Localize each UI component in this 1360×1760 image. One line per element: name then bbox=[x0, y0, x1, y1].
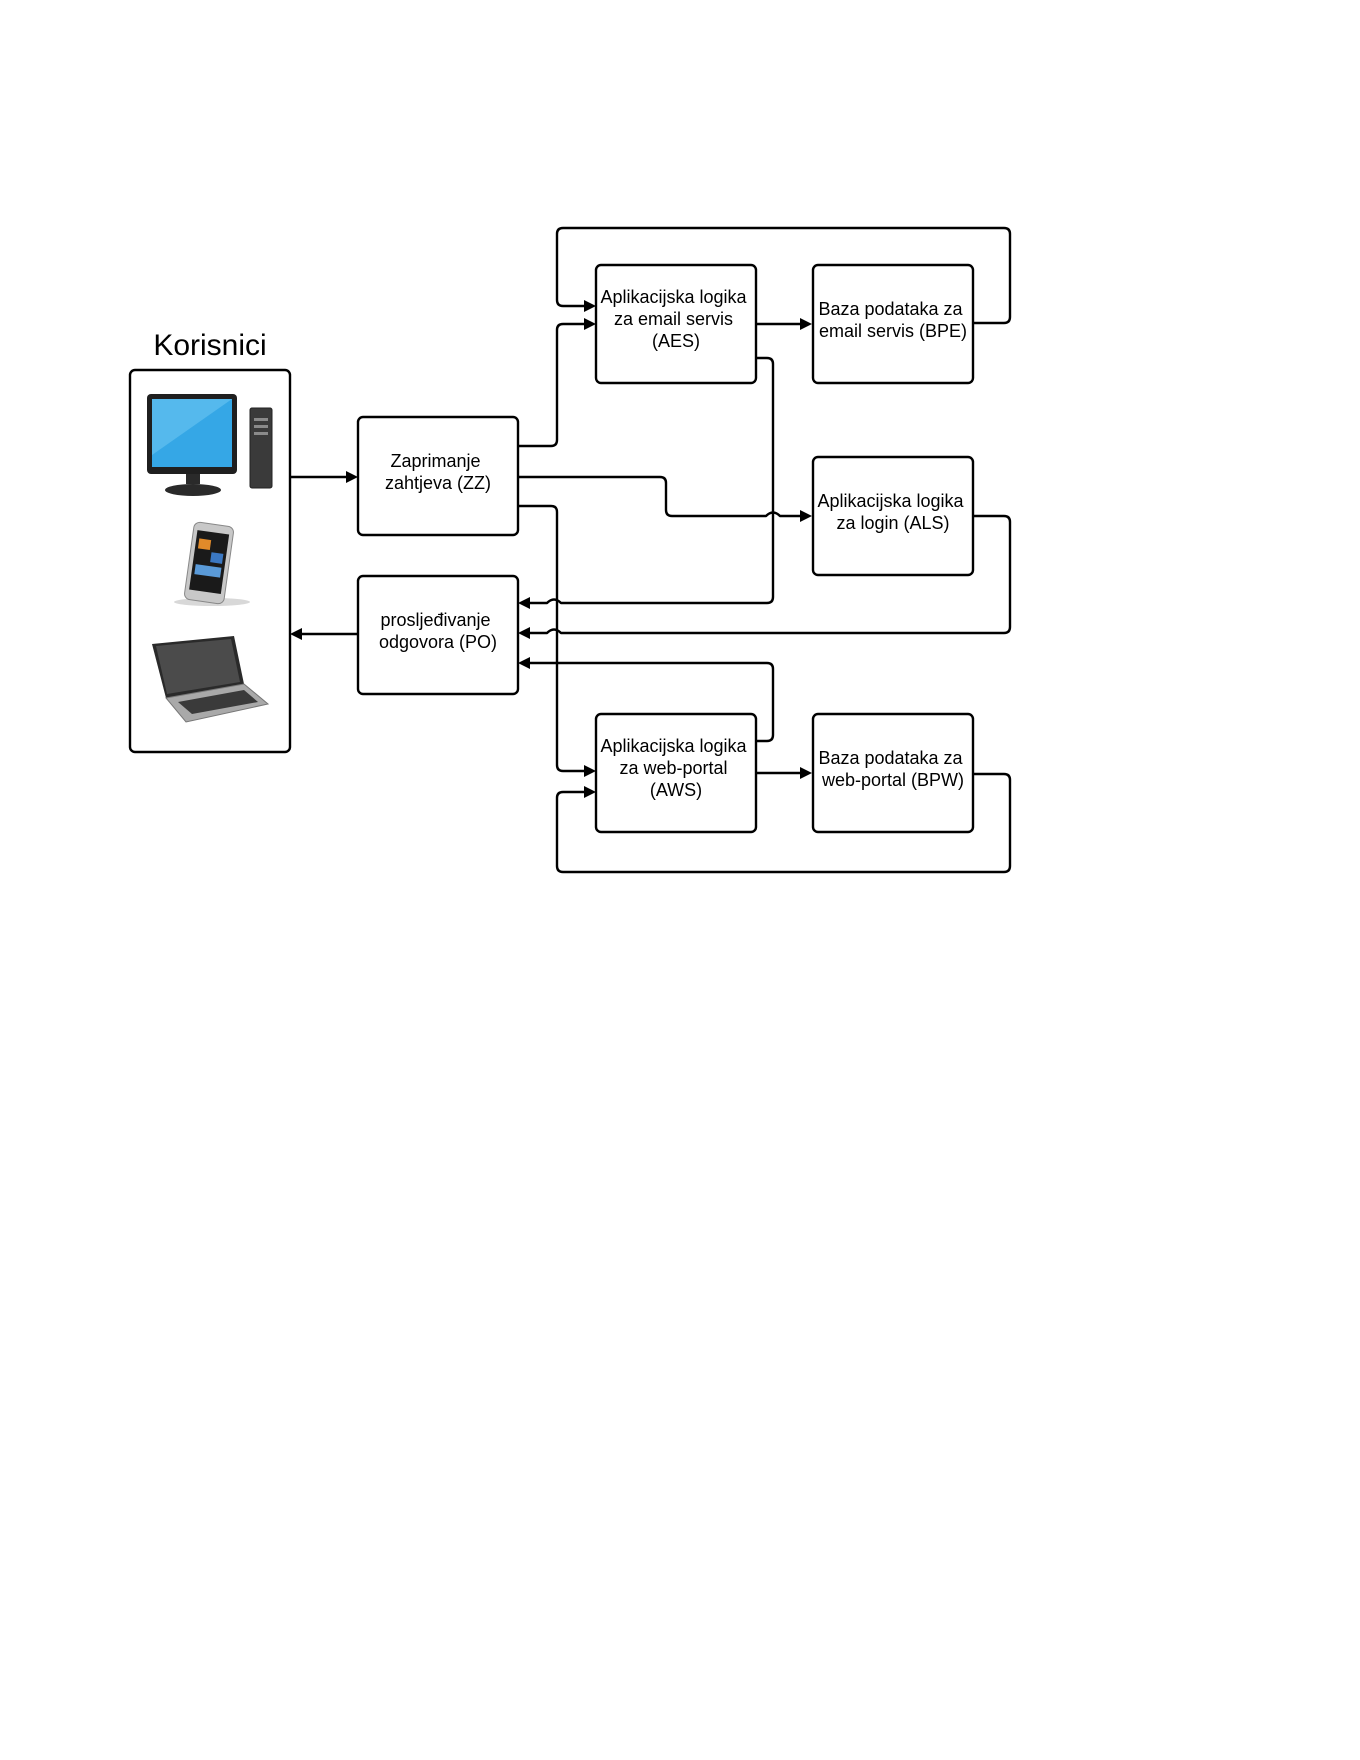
connectors bbox=[290, 226, 1012, 874]
arrowhead bbox=[584, 786, 596, 798]
node-aes: Aplikacijska logika za email servis (AES… bbox=[594, 263, 758, 385]
node-aes-line-1: Aplikacijska logika bbox=[600, 287, 747, 307]
node-aws-line-3: (AWS) bbox=[650, 780, 702, 800]
arrowhead bbox=[800, 318, 812, 330]
node-als: Aplikacijska logika za login (ALS) bbox=[811, 455, 975, 577]
node-als-line-1: Aplikacijska logika bbox=[817, 491, 964, 511]
edge-bpw-aws bbox=[555, 772, 1012, 874]
svg-text:prosljeđivanje odgovora: prosljeđivanje odgovora (PO) bbox=[379, 610, 497, 652]
node-bpe-line-1: Baza podataka za bbox=[818, 299, 963, 319]
node-aws-line-2: za web-portal bbox=[619, 758, 727, 778]
svg-text:Baza podataka za email s: Baza podataka za email servis (BPE) bbox=[818, 299, 967, 341]
node-bpe: Baza podataka za email servis (BPE) bbox=[811, 263, 975, 385]
laptop-icon bbox=[152, 636, 270, 723]
svg-text:Aplikacijska logika za w: Aplikacijska logika za web-portal (AWS) bbox=[600, 736, 751, 800]
node-po-line-2: odgovora (PO) bbox=[379, 632, 497, 652]
arrowhead bbox=[584, 765, 596, 777]
node-aes-line-3: (AES) bbox=[652, 331, 700, 351]
node-po-line-1: prosljeđivanje bbox=[380, 610, 490, 630]
arrowhead bbox=[518, 657, 530, 669]
arrowhead bbox=[346, 471, 358, 483]
node-po: prosljeđivanje odgovora (PO) bbox=[356, 574, 520, 696]
edge-zz-als bbox=[518, 475, 802, 518]
node-bpw: Baza podataka za web-portal (BPW) bbox=[811, 712, 975, 834]
node-aws-line-1: Aplikacijska logika bbox=[600, 736, 747, 756]
svg-text:Zaprimanje zahtjeva (ZZ): Zaprimanje zahtjeva (ZZ) bbox=[385, 451, 491, 493]
node-bpw-line-2: web-portal (BPW) bbox=[821, 770, 964, 790]
edge-als-po bbox=[528, 514, 1012, 635]
node-bpw-line-1: Baza podataka za bbox=[818, 748, 963, 768]
node-zz-line-1: Zaprimanje bbox=[390, 451, 480, 471]
desktop-computer-icon bbox=[147, 394, 273, 496]
edge-aes-po bbox=[528, 356, 775, 605]
edge-aws-po bbox=[528, 661, 775, 743]
arrowhead bbox=[518, 627, 530, 639]
smartphone-icon bbox=[174, 521, 250, 606]
svg-text:Aplikacijska logika za l: Aplikacijska logika za login (ALS) bbox=[817, 491, 968, 533]
node-aes-line-2: za email servis bbox=[614, 309, 733, 329]
users-group: Korisnici bbox=[128, 329, 292, 754]
node-zz: Zaprimanje zahtjeva (ZZ) bbox=[356, 415, 520, 537]
svg-text:Baza podataka za web-por: Baza podataka za web-portal (BPW) bbox=[818, 748, 967, 790]
node-aws: Aplikacijska logika za web-portal (AWS) bbox=[594, 712, 758, 834]
node-zz-line-2: zahtjeva (ZZ) bbox=[385, 473, 491, 493]
arrowhead bbox=[800, 510, 812, 522]
edge-zz-aws bbox=[518, 504, 586, 773]
edge-zz-aes bbox=[518, 322, 586, 448]
arrowhead bbox=[290, 628, 302, 640]
node-als-line-2: za login (ALS) bbox=[836, 513, 949, 533]
arrowhead bbox=[584, 318, 596, 330]
edge-bpe-aes bbox=[555, 226, 1012, 325]
svg-text:Aplikacijska logika za e: Aplikacijska logika za email servis (AES… bbox=[600, 287, 751, 351]
arrowhead bbox=[518, 597, 530, 609]
arrowhead bbox=[800, 767, 812, 779]
arrowhead bbox=[584, 300, 596, 312]
users-title: Korisnici bbox=[153, 329, 266, 362]
node-bpe-line-2: email servis (BPE) bbox=[819, 321, 967, 341]
